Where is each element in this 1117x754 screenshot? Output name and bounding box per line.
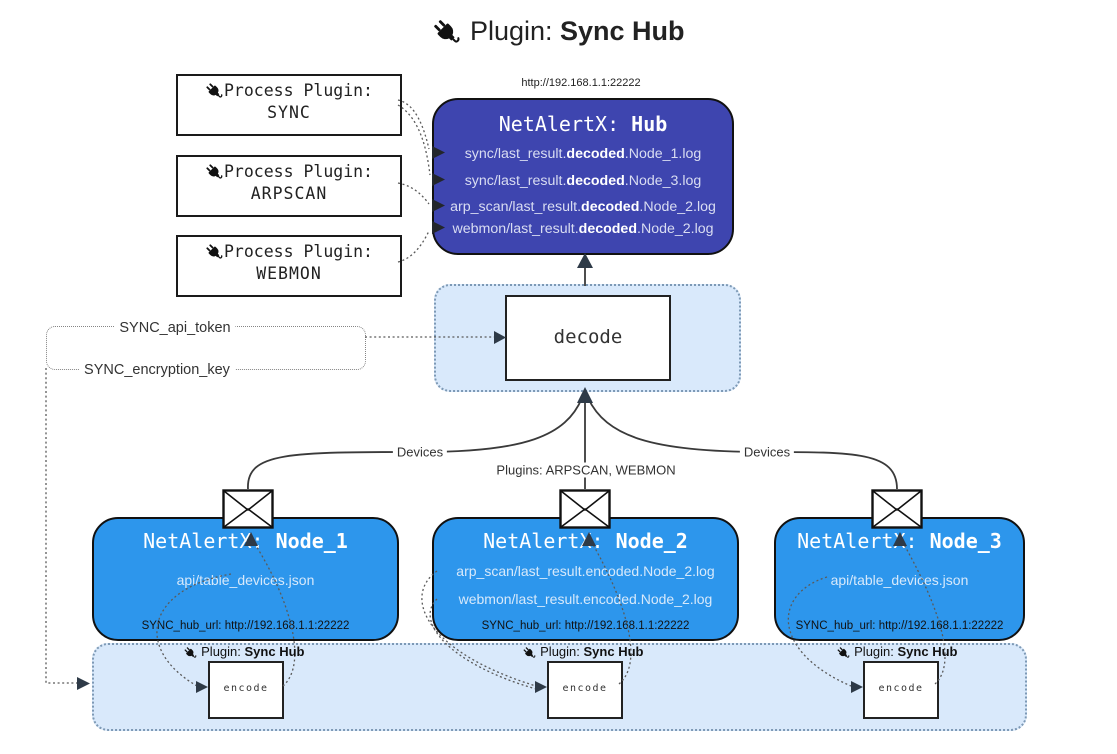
hub-title: NetAlertX: Hub: [434, 112, 732, 136]
hub-app: NetAlertX:: [498, 112, 632, 136]
node-box-3: NetAlertX: Node_3 api/table_devices.json…: [774, 517, 1025, 641]
plug-icon: [835, 645, 851, 661]
process-plugin-name: ARPSCAN: [250, 184, 328, 203]
devices-label-left: Devices: [392, 444, 448, 460]
edge-webmon-log4: [397, 230, 430, 263]
hub-box: NetAlertX: Hub sync/last_result.decoded.…: [432, 98, 734, 255]
process-plugin-name: SYNC: [267, 103, 311, 122]
node-title: NetAlertX: Node_3: [797, 529, 1002, 553]
config-encryption-key-label: SYNC_encryption_key: [79, 362, 235, 378]
plug-icon: [182, 645, 198, 661]
hub-url: http://192.168.1.1:22222: [521, 77, 641, 89]
plug-icon: [204, 81, 225, 102]
node-hub-url: SYNC_hub_url: http://192.168.1.1:22222: [795, 620, 1004, 632]
process-plugin-label: Process Plugin:: [223, 81, 373, 100]
encode-plugin-label-2: Plugin: Sync Hub: [521, 644, 643, 661]
process-plugin-box-arpscan: Process Plugin: ARPSCAN: [176, 155, 402, 217]
envelope-icon: [559, 489, 611, 529]
devices-label-right: Devices: [739, 444, 795, 460]
plug-icon: [521, 645, 537, 661]
plugins-label: Plugins: ARPSCAN, WEBMON: [492, 462, 680, 478]
decode-box: decode: [505, 295, 671, 381]
node-file: api/table_devices.json: [830, 572, 969, 588]
node-box-1: NetAlertX: Node_1 api/table_devices.json…: [92, 517, 399, 641]
encode-plugin-label-1: Plugin: Sync Hub: [182, 644, 304, 661]
envelope-icon: [222, 489, 274, 529]
hub-name: Hub: [631, 112, 668, 136]
node-file: api/table_devices.json: [176, 572, 315, 588]
plug-icon: [204, 242, 225, 263]
plug-icon: [204, 162, 225, 183]
envelope-icon: [871, 489, 923, 529]
title-product: Sync Hub: [560, 16, 685, 46]
node-file: arp_scan/last_result.encoded.Node_2.log: [456, 563, 715, 579]
encode-plugin-label-3: Plugin: Sync Hub: [835, 644, 957, 661]
process-plugin-box-webmon: Process Plugin: WEBMON: [176, 235, 402, 297]
node-file: webmon/last_result.encoded.Node_2.log: [458, 591, 713, 607]
edge-arpscan-log3: [397, 182, 430, 205]
hub-log-entry: arp_scan/last_result.decoded.Node_2.log: [450, 199, 716, 215]
title-prefix: Plugin:: [469, 16, 561, 46]
encode-box-2: encode: [547, 661, 623, 719]
arrowhead-into-hub: [577, 253, 593, 268]
node-title: NetAlertX: Node_1: [143, 529, 348, 553]
process-plugin-label: Process Plugin:: [223, 242, 373, 261]
process-plugin-label: Process Plugin:: [223, 162, 373, 181]
node-hub-url: SYNC_hub_url: http://192.168.1.1:22222: [481, 620, 690, 632]
hub-log-entry: webmon/last_result.decoded.Node_2.log: [452, 221, 714, 237]
hub-log-entry: sync/last_result.decoded.Node_3.log: [464, 173, 702, 189]
arrowhead-key: [77, 677, 90, 690]
node-box-2: NetAlertX: Node_2 arp_scan/last_result.e…: [432, 517, 739, 641]
edge-key-encode-panel: [45, 368, 77, 684]
page-title: Plugin: Sync Hub: [0, 16, 1117, 49]
process-plugin-box-sync: Process Plugin: SYNC: [176, 74, 402, 136]
encode-box-3: encode: [863, 661, 939, 719]
edge-sync-log1: [397, 99, 430, 150]
plug-icon: [431, 16, 464, 49]
hub-log-entry: sync/last_result.decoded.Node_1.log: [464, 146, 702, 162]
config-api-token-label: SYNC_api_token: [114, 320, 236, 336]
process-plugin-name: WEBMON: [256, 264, 322, 283]
edge-sync-log2: [397, 104, 431, 176]
encode-box-1: encode: [208, 661, 284, 719]
node-hub-url: SYNC_hub_url: http://192.168.1.1:22222: [141, 620, 350, 632]
node-title: NetAlertX: Node_2: [483, 529, 688, 553]
